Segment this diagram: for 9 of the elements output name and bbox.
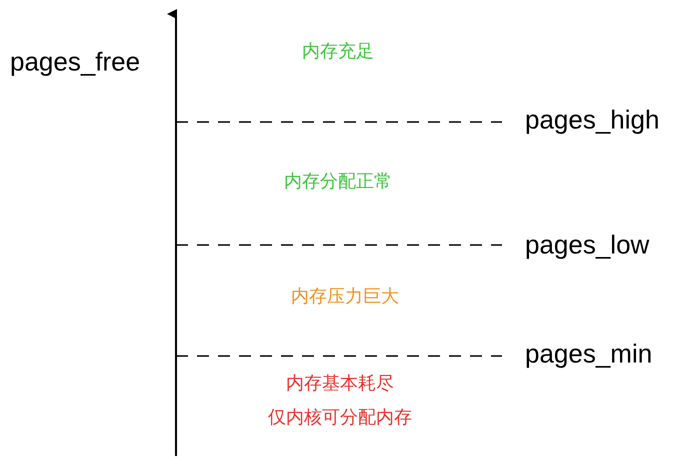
zone-label: 仅内核可分配内存 (268, 407, 412, 429)
axis-label: pages_free (10, 46, 140, 78)
zone-label: 内存基本耗尽 (286, 373, 394, 395)
zone-label: 内存充足 (302, 41, 374, 63)
threshold-label: pages_min (525, 338, 652, 370)
threshold-label: pages_high (525, 104, 660, 136)
zone-label: 内存分配正常 (284, 171, 392, 193)
zone-label: 内存压力巨大 (291, 286, 399, 308)
threshold-label: pages_low (525, 229, 650, 261)
